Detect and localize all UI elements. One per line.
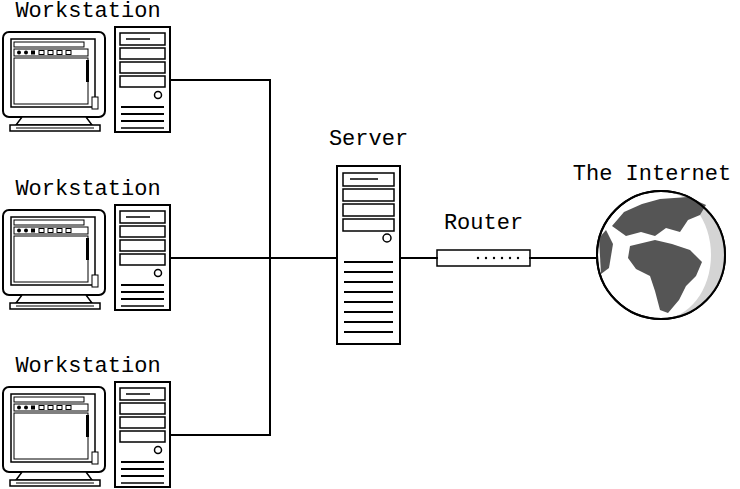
workstation-node: Workstation xyxy=(2,178,174,312)
workstation-icon xyxy=(3,205,170,310)
workstation-icon xyxy=(3,27,170,132)
network-cable xyxy=(174,258,325,435)
router-node: Router xyxy=(435,212,533,270)
node-label: Workstation xyxy=(15,178,160,202)
router-icon xyxy=(437,250,530,266)
node-label: The Internet xyxy=(573,163,731,187)
internet-node: The Internet xyxy=(569,163,736,323)
label-row: Workstation xyxy=(2,355,174,379)
workstation-node: Workstation xyxy=(2,0,174,134)
label-row: The Internet xyxy=(569,163,736,187)
node-label: Server xyxy=(329,128,408,152)
network-cable xyxy=(413,257,435,259)
globe-icon xyxy=(597,191,725,319)
node-label: Router xyxy=(444,212,523,236)
network-cable xyxy=(174,80,325,258)
network-cable xyxy=(533,257,569,259)
wire-stub xyxy=(170,80,598,435)
server-icon xyxy=(337,166,400,344)
label-row: Server xyxy=(325,128,413,152)
label-row: Router xyxy=(435,212,533,236)
workstation-icon xyxy=(3,382,170,487)
label-row: Workstation xyxy=(2,0,174,24)
label-row: Workstation xyxy=(2,178,174,202)
node-label: Workstation xyxy=(15,0,160,24)
node-label: Workstation xyxy=(15,355,160,379)
workstation-node: Workstation xyxy=(2,355,174,487)
server-node: Server xyxy=(325,128,413,348)
